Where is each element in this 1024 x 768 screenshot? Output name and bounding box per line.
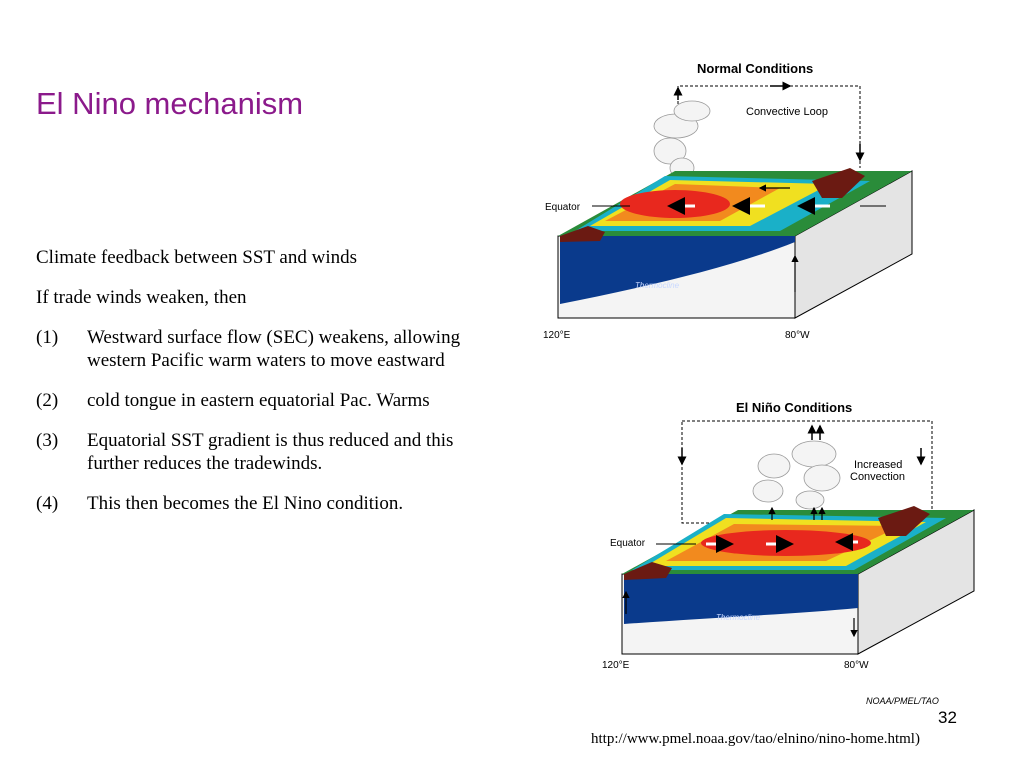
equator-label: Equator [545,202,581,213]
longitude-east-label: 80°W [844,660,869,671]
cloud-icon [653,100,711,179]
list-item-number: (4) [36,493,59,514]
list-item-number: (3) [36,430,59,451]
image-credit: NOAA/PMEL/TAO [866,696,939,706]
list-item: (4) This then becomes the El Nino condit… [36,492,506,515]
list-item-text: cold tongue in eastern equatorial Pac. W… [87,390,430,411]
thermocline-label: Thermocline [635,281,680,290]
page-number: 32 [938,708,957,727]
longitude-east-label: 80°W [785,330,810,341]
el-nino-conditions-diagram: El Niño Conditions Increased Convection … [596,396,996,678]
diagram-title: Normal Conditions [697,61,813,76]
list-item-text: Westward surface flow (SEC) weakens, all… [87,327,461,371]
deep-ocean-layer [624,574,858,624]
list-item: (3) Equatorial SST gradient is thus redu… [36,429,506,475]
equator-label: Equator [610,538,646,549]
deep-ocean-layer [560,236,795,304]
warm-pool [620,190,730,218]
list-item-text: Equatorial SST gradient is thus reduced … [87,430,454,474]
list-item: (2) cold tongue in eastern equatorial Pa… [36,389,506,412]
convective-loop-label: Convective Loop [746,106,828,118]
land-east [878,506,930,536]
list-item: (1) Westward surface flow (SEC) weakens,… [36,326,506,372]
longitude-west-label: 120°E [543,330,571,341]
list-item-text: This then becomes the El Nino condition. [87,493,404,514]
normal-conditions-diagram: Normal Conditions Convective Loop Thermo… [530,56,930,346]
convection-label-line1: Increased [854,459,902,471]
list-item-number: (2) [36,390,59,411]
cloud-icon [752,440,841,510]
intro-line: If trade winds weaken, then [36,287,247,308]
thermocline-label: Thermocline [716,613,761,622]
longitude-west-label: 120°E [602,660,630,671]
land-east [812,168,865,198]
slide-title: El Nino mechanism [36,86,304,121]
intro-line: Climate feedback between SST and winds [36,247,357,268]
convection-label-line2: Convection [850,471,905,483]
diagram-title: El Niño Conditions [736,400,852,415]
source-url: http://www.pmel.noaa.gov/tao/elnino/nino… [591,731,920,747]
list-item-number: (1) [36,327,59,348]
convective-loop-path [677,85,861,168]
land-west [560,226,605,242]
slide-body: Climate feedback between SST and winds I… [36,246,506,532]
land-west [624,562,672,580]
